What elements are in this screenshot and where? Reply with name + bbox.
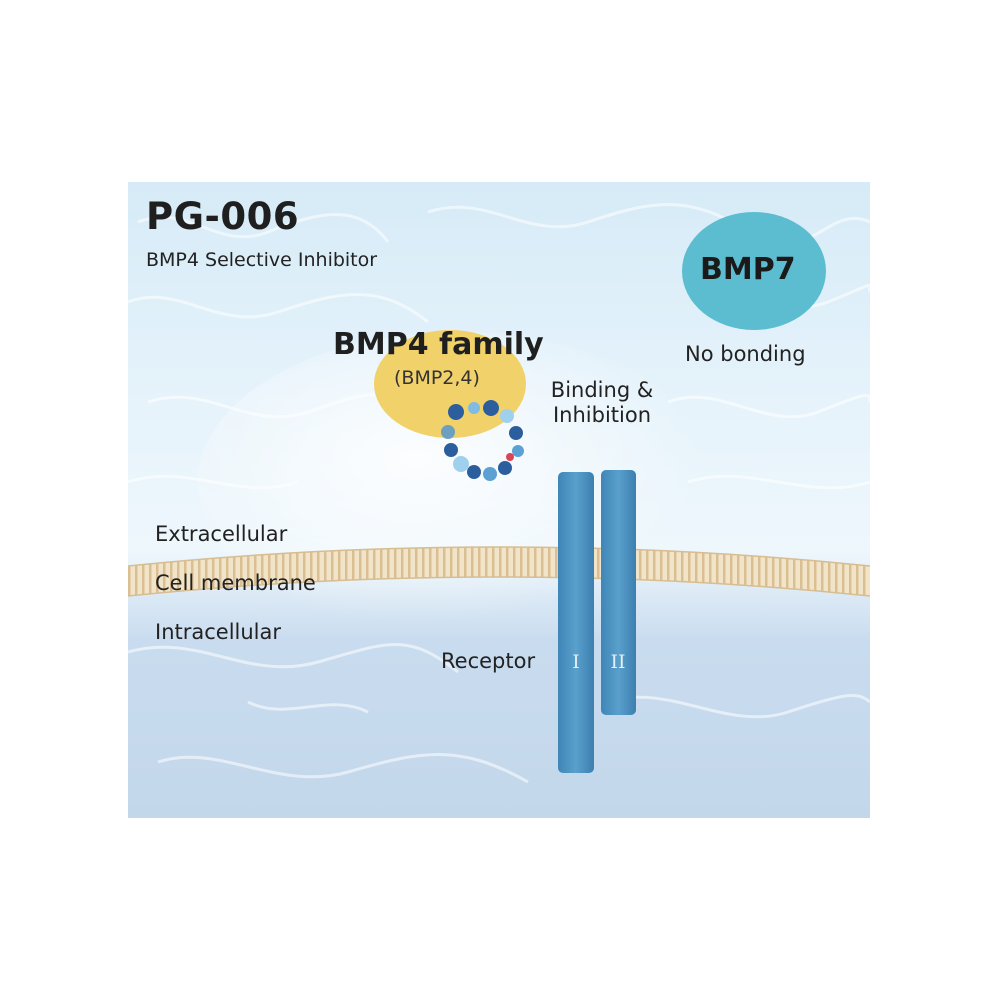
diagram-panel: PG-006 BMP4 Selective Inhibitor BMP4 fam… [128, 182, 870, 818]
receptor-subunit-2-label: II [610, 651, 626, 673]
receptor-label: Receptor [441, 649, 536, 673]
cell-membrane [128, 547, 870, 596]
peptide-inhibitor-icon [441, 400, 524, 481]
bmp7-label: BMP7 [700, 252, 796, 287]
bmp7-note: No bonding [685, 342, 806, 366]
product-code: PG-006 [146, 195, 300, 238]
receptor-subunit-1 [558, 472, 594, 773]
receptor-subunit-2 [601, 470, 636, 715]
receptor-subunit-1-label: I [572, 651, 580, 673]
binding-inhibition-label: Binding & Inhibition [550, 378, 654, 427]
extracellular-label: Extracellular [155, 522, 288, 546]
bmp4-family-label: BMP4 family [333, 327, 544, 362]
bmp7-blob [682, 212, 826, 330]
product-description: BMP4 Selective Inhibitor [146, 249, 378, 271]
cell-membrane-label: Cell membrane [155, 571, 316, 595]
bmp4-family-members: (BMP2,4) [394, 367, 480, 389]
intracellular-label: Intracellular [155, 620, 282, 644]
diagram-graphics [128, 203, 870, 784]
